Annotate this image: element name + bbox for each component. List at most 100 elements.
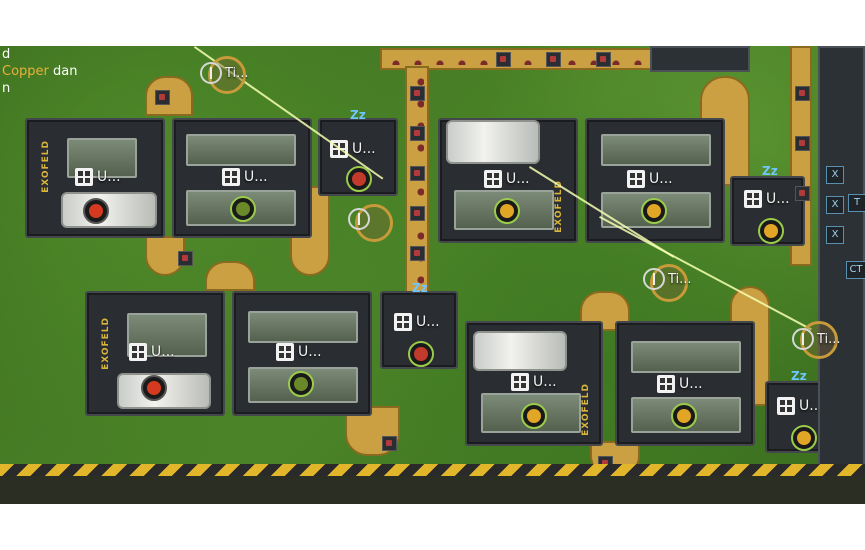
production-icon <box>744 190 762 208</box>
production-icon <box>657 375 675 393</box>
machine-tank <box>631 341 741 373</box>
item-on-belt <box>382 436 397 451</box>
factory-building[interactable]: EXOFELD U... <box>25 118 165 238</box>
notification-line: d <box>2 47 11 62</box>
factory-building[interactable]: EXOFELD U... <box>438 118 578 243</box>
factory-building[interactable]: EXOFELD U... <box>85 291 225 416</box>
building-label: U... <box>129 343 175 361</box>
machine-cylinder <box>61 192 157 228</box>
machine-tank <box>601 134 711 166</box>
right-tag: X <box>826 196 844 214</box>
production-icon <box>276 343 294 361</box>
building-sign: EXOFELD <box>101 317 111 370</box>
building-label: U... <box>657 375 703 393</box>
conveyor-belt-top[interactable] <box>380 48 655 70</box>
tower-label: Ti... <box>817 331 841 347</box>
building-label-text: U... <box>298 344 322 360</box>
resource-vegetable-icon <box>288 371 314 397</box>
production-icon <box>222 168 240 186</box>
building-label: U... <box>330 140 376 158</box>
building-label-text: U... <box>766 191 790 207</box>
resource-gold-icon <box>758 218 784 244</box>
building-label-text: U... <box>416 314 440 330</box>
building-label-text: U... <box>533 374 557 390</box>
item-on-belt <box>795 86 810 101</box>
relay-tower[interactable]: Ti... <box>792 328 841 350</box>
factory-building[interactable]: U... <box>172 118 312 238</box>
storage-building[interactable]: Zz U... <box>730 164 805 246</box>
item-on-belt <box>596 52 611 67</box>
antenna-icon <box>643 268 665 290</box>
highlight-text: Copper <box>2 64 49 79</box>
building-label: U... <box>394 313 440 331</box>
conveyor-belt-lower-left[interactable] <box>205 261 255 291</box>
building-label: U... <box>484 170 530 188</box>
building-label-text: U... <box>151 344 175 360</box>
factory-building[interactable]: U... <box>585 118 725 243</box>
right-tag: T <box>848 194 865 212</box>
sleep-indicator: Zz <box>412 281 428 295</box>
resource-red-mineral-icon <box>141 375 167 401</box>
building-label-text: U... <box>679 376 703 392</box>
production-icon <box>627 170 645 188</box>
factory-building[interactable]: EXOFELD U... <box>465 321 603 446</box>
production-icon <box>511 373 529 391</box>
building-label: U... <box>75 168 121 186</box>
building-label-text: U... <box>97 169 121 185</box>
machine-cylinder <box>446 120 540 164</box>
item-on-belt <box>410 86 425 101</box>
resource-gold-icon <box>791 425 817 451</box>
notification-text: dan <box>48 64 78 79</box>
hazard-stripe <box>0 464 865 476</box>
storage-building[interactable]: Zz U... <box>318 108 398 196</box>
building-label: U... <box>511 373 557 391</box>
factory-building[interactable]: U... <box>232 291 372 416</box>
notification-line: Copper dan <box>2 63 77 80</box>
item-on-belt <box>410 206 425 221</box>
right-tag: X <box>826 166 844 184</box>
item-on-belt <box>795 136 810 151</box>
notification-line: n <box>2 81 11 96</box>
resource-gold-icon <box>521 403 547 429</box>
building-label: U... <box>777 397 823 415</box>
sleep-indicator: Zz <box>762 164 778 178</box>
relay-tower[interactable]: Ti... <box>643 268 692 290</box>
item-on-belt <box>410 246 425 261</box>
notification-panel: d Copper dan n <box>0 46 77 97</box>
right-tag: X <box>826 226 844 244</box>
top-structure[interactable] <box>650 46 750 72</box>
production-icon <box>75 168 93 186</box>
item-on-belt <box>795 186 810 201</box>
building-sign: EXOFELD <box>41 140 51 193</box>
resource-gold-icon <box>641 198 667 224</box>
building-label: U... <box>222 168 268 186</box>
building-label-text: U... <box>352 141 376 157</box>
building-sign: EXOFELD <box>581 383 591 436</box>
item-on-belt <box>155 90 170 105</box>
item-on-belt <box>410 126 425 141</box>
resource-vegetable-icon <box>230 196 256 222</box>
factory-building[interactable]: U... <box>615 321 755 446</box>
antenna-icon <box>792 328 814 350</box>
resource-meat-icon <box>408 341 434 367</box>
relay-tower[interactable]: Ti... <box>200 62 249 84</box>
building-label-text: U... <box>506 171 530 187</box>
storage-building[interactable]: Zz U... <box>380 281 458 369</box>
relay-tower[interactable] <box>348 208 370 230</box>
antenna-icon <box>200 62 222 84</box>
production-icon <box>777 397 795 415</box>
game-world[interactable]: EXOFELD U... U... Zz U... EXOFELD U... <box>0 46 865 504</box>
tower-label: Ti... <box>225 65 249 81</box>
building-label-text: U... <box>244 169 268 185</box>
building-label: U... <box>627 170 673 188</box>
item-on-belt <box>496 52 511 67</box>
resource-red-mineral-icon <box>83 198 109 224</box>
right-tag: CT <box>846 261 865 279</box>
sleep-indicator: Zz <box>791 369 807 383</box>
resource-gold-icon <box>671 403 697 429</box>
machine-tank <box>248 311 358 343</box>
sleep-indicator: Zz <box>350 108 366 122</box>
production-icon <box>394 313 412 331</box>
machine-tank <box>186 134 296 166</box>
bottom-edge <box>0 476 865 504</box>
